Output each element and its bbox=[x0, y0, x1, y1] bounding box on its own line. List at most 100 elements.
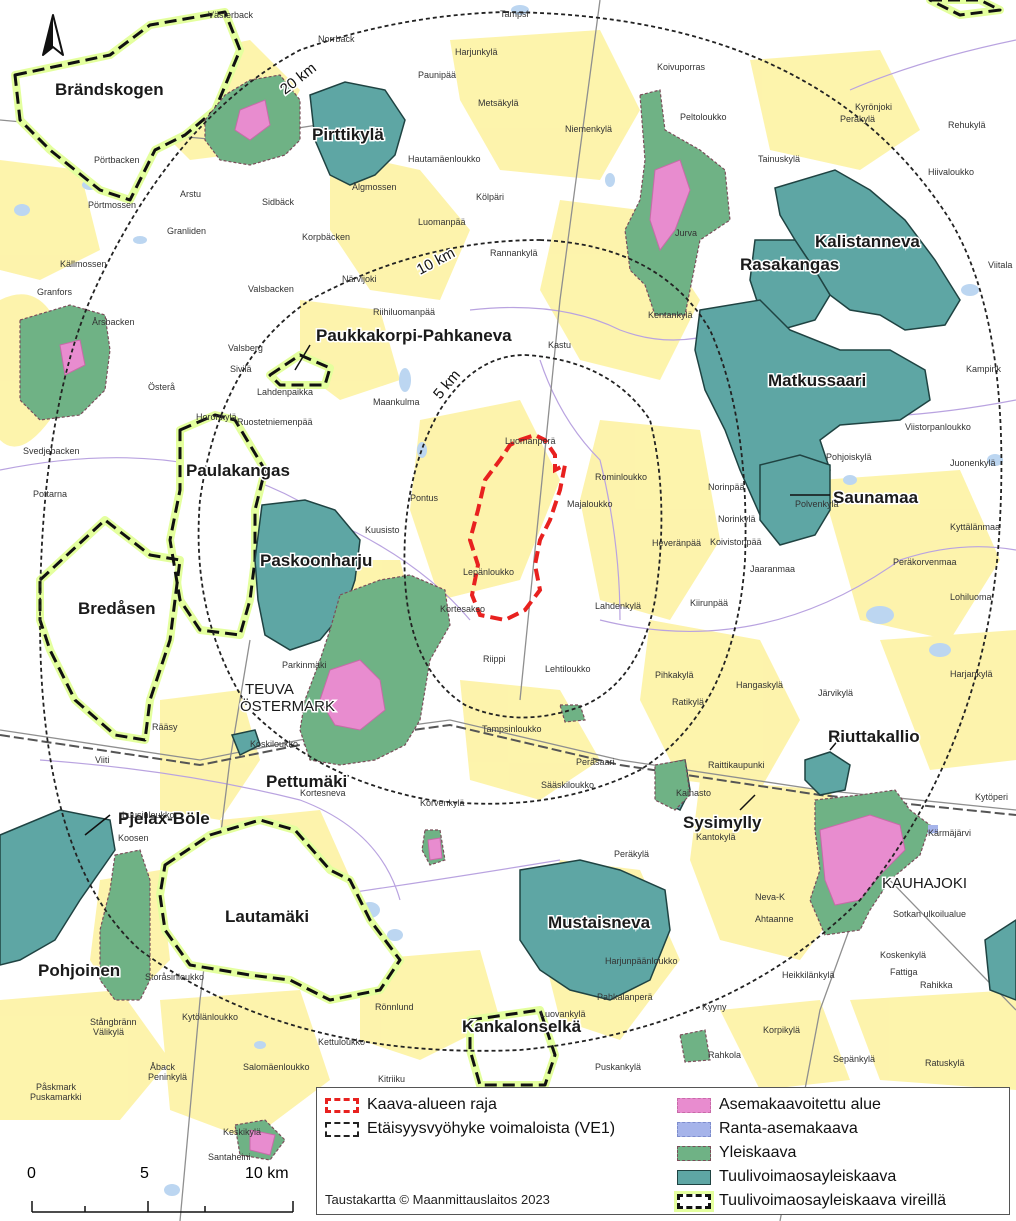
village-label-santaheini: Santaheini bbox=[208, 1152, 251, 1162]
village-label-heveranpaa: Heveränpää bbox=[652, 538, 701, 548]
village-label-rahikka: Rahikka bbox=[920, 980, 953, 990]
shore-plan[interactable] bbox=[928, 825, 938, 833]
legend-item-detailed-plan: Asemakaavoitettu alue bbox=[677, 1094, 881, 1116]
village-label-harjunpaanloukko: Harjunpäänloukko bbox=[605, 956, 678, 966]
village-label-horonkyla: Horonkylä bbox=[196, 412, 237, 422]
legend-swatch-shore-plan bbox=[677, 1121, 711, 1137]
scale-label-10: 10 km bbox=[245, 1165, 289, 1182]
legend-swatch-master-plan bbox=[677, 1145, 711, 1161]
legend-item-wind-plan: Tuulivoimaosayleiskaava bbox=[677, 1166, 896, 1188]
village-label-luomanpaa: Luomanpää bbox=[418, 217, 466, 227]
village-label-koivistonpaa: Koivistonpää bbox=[710, 537, 762, 547]
village-label-sepankyla: Sepänkylä bbox=[833, 1054, 875, 1064]
village-label-puskamarkki: Puskamarkki bbox=[30, 1092, 82, 1102]
village-label-valsbacken: Valsbacken bbox=[248, 284, 294, 294]
village-label-pihkakyla: Pihkakylä bbox=[655, 670, 694, 680]
village-label-granforsbacken: Granfors bbox=[37, 287, 73, 297]
village-label-juonenkyla: Juonenkylä bbox=[950, 458, 996, 468]
town-label-ostermark: ÖSTERMARK bbox=[240, 697, 335, 715]
area-label-paukkakorpi: Paukkakorpi-Pahkaneva bbox=[316, 326, 512, 345]
village-label-parkinmaki: Parkinmäki bbox=[282, 660, 327, 670]
village-label-harjankyla: Harjankylä bbox=[950, 669, 993, 679]
village-label-korvenkyla: Korvenkylä bbox=[420, 798, 465, 808]
village-label-viistorpanloukko: Viistorpanloukko bbox=[905, 422, 971, 432]
area-label-brandskogen: Brändskogen bbox=[55, 80, 164, 99]
town-label-teuva: TEUVA bbox=[245, 681, 294, 698]
village-label-luusinloukko: Luusinloukko bbox=[122, 810, 175, 820]
village-label-korpikyla: Korpikylä bbox=[763, 1025, 800, 1035]
village-label-neva: Neva-K bbox=[755, 892, 785, 902]
village-label-korpbacken: Korpbäcken bbox=[302, 232, 350, 242]
village-label-metsakyla: Metsäkylä bbox=[478, 98, 519, 108]
area-label-bredasen: Bredåsen bbox=[78, 599, 155, 618]
village-label-keskikyla: Keskikylä bbox=[223, 1127, 261, 1137]
village-label-arstu: Arstu bbox=[180, 189, 201, 199]
village-label-luomanpera: Luomanperä bbox=[505, 436, 556, 446]
area-label-kalistanneva: Kalistanneva bbox=[815, 232, 920, 251]
map-legend: Kaava-alueen raja Etäisyysvyöhyke voimal… bbox=[316, 1087, 1010, 1215]
legend-item-shore-plan: Ranta-asemakaava bbox=[677, 1118, 858, 1140]
village-label-ronnlund: Rönnlund bbox=[375, 1002, 414, 1012]
legend-item-distance-zone: Etäisyysvyöhyke voimaloista (VE1) bbox=[325, 1118, 615, 1140]
village-label-sivila: Sivilä bbox=[230, 364, 252, 374]
village-label-luovankyla: Luovankylä bbox=[540, 1009, 586, 1019]
village-label-kentankyla: Kentankylä bbox=[648, 310, 693, 320]
area-label-pirttikyla: Pirttikylä bbox=[312, 125, 384, 144]
plan-area-boundary[interactable] bbox=[467, 432, 568, 623]
village-label-kainasto: Kainasto bbox=[676, 788, 711, 798]
village-label-narvijoki: Närvijoki bbox=[342, 274, 377, 284]
village-label-kallmossen: Källmossen bbox=[60, 259, 107, 269]
village-label-viiti: Viiti bbox=[95, 755, 109, 765]
village-label-valikyla: Välikylä bbox=[93, 1027, 124, 1037]
village-label-kampinkyla: Kampink bbox=[966, 364, 1002, 374]
village-label-norinkyla: Norinkylä bbox=[718, 514, 756, 524]
village-label-pottarna: Pottarna bbox=[33, 489, 67, 499]
village-label-svedjebacken: Svedjebacken bbox=[23, 446, 80, 456]
village-label-koskenkyla: Koskenkylä bbox=[880, 950, 926, 960]
detailed-plans[interactable] bbox=[59, 99, 906, 1156]
village-label-pohjoiskyla: Pohjoiskylä bbox=[826, 452, 872, 462]
village-label-hangaskyla: Hangaskylä bbox=[736, 680, 783, 690]
area-label-rasakangas: Rasakangas bbox=[740, 255, 839, 274]
village-label-kantokyla: Kantokylä bbox=[696, 832, 736, 842]
village-label-hautamaenloukko: Hautamäenloukko bbox=[408, 154, 481, 164]
village-label-koivuporras: Koivuporras bbox=[657, 62, 706, 72]
village-label-valsberg: Valsberg bbox=[228, 343, 263, 353]
village-label-aback: Åback bbox=[150, 1062, 176, 1072]
village-label-kytoperi: Kytöperi bbox=[975, 792, 1008, 802]
village-label-lahdenkyla: Lahdenkylä bbox=[595, 601, 641, 611]
village-label-norinpaa: Norinpää bbox=[708, 482, 745, 492]
area-names: Brändskogen Pirttikylä Kalistanneva Rasa… bbox=[37, 79, 922, 1038]
village-label-rominloukko: Rominloukko bbox=[595, 472, 647, 482]
area-label-riuttakallio: Riuttakallio bbox=[828, 727, 920, 746]
village-label-perakorvenmaa: Peräkorvenmaa bbox=[893, 557, 957, 567]
village-label-kyyny: Kyyny bbox=[702, 1002, 727, 1012]
village-label-storasinloukko: Storåsinloukko bbox=[145, 972, 204, 982]
village-label-salomaenloukko: Salomäenloukko bbox=[243, 1062, 310, 1072]
wind-plans[interactable] bbox=[0, 81, 1016, 1001]
village-label-ahtaanne: Ahtaanne bbox=[755, 914, 794, 924]
area-label-pohjoinen: Pohjoinen bbox=[38, 961, 120, 980]
village-label-arsbacken: Årsbacken bbox=[92, 317, 135, 327]
village-label-kortesneva: Kortesneva bbox=[300, 788, 346, 798]
legend-swatch-plan-boundary bbox=[325, 1097, 359, 1113]
village-label-majaloukko: Majaloukko bbox=[567, 499, 613, 509]
village-label-kyronjoki: Kyrönjoki bbox=[855, 102, 892, 112]
leader-lines bbox=[84, 344, 841, 836]
village-label-pontus: Pontus bbox=[410, 493, 439, 503]
village-label-karmijarvi: Kärmäjärvi bbox=[928, 828, 971, 838]
village-label-kitriiku: Kitriiku bbox=[378, 1074, 405, 1084]
village-label-ratuskyla: Ratuskylä bbox=[925, 1058, 965, 1068]
village-label-paskmark: Påskmark bbox=[36, 1082, 77, 1092]
legend-swatch-wind-plan bbox=[677, 1169, 711, 1185]
village-label-ratikyla: Ratikylä bbox=[672, 697, 704, 707]
village-label-jurva: Jurva bbox=[675, 228, 697, 238]
village-label-paunipaa: Paunipää bbox=[418, 70, 456, 80]
village-label-koosen: Koosen bbox=[118, 833, 149, 843]
map-credit: Taustakartta © Maanmittauslaitos 2023 bbox=[325, 1192, 550, 1207]
village-label-hiivaloukko: Hiivaloukko bbox=[928, 167, 974, 177]
village-label-kolpari: Kölpäri bbox=[476, 192, 504, 202]
village-label-tampsi: Tampsi bbox=[500, 9, 529, 19]
pending-wind-plans[interactable] bbox=[11, 0, 1004, 1089]
